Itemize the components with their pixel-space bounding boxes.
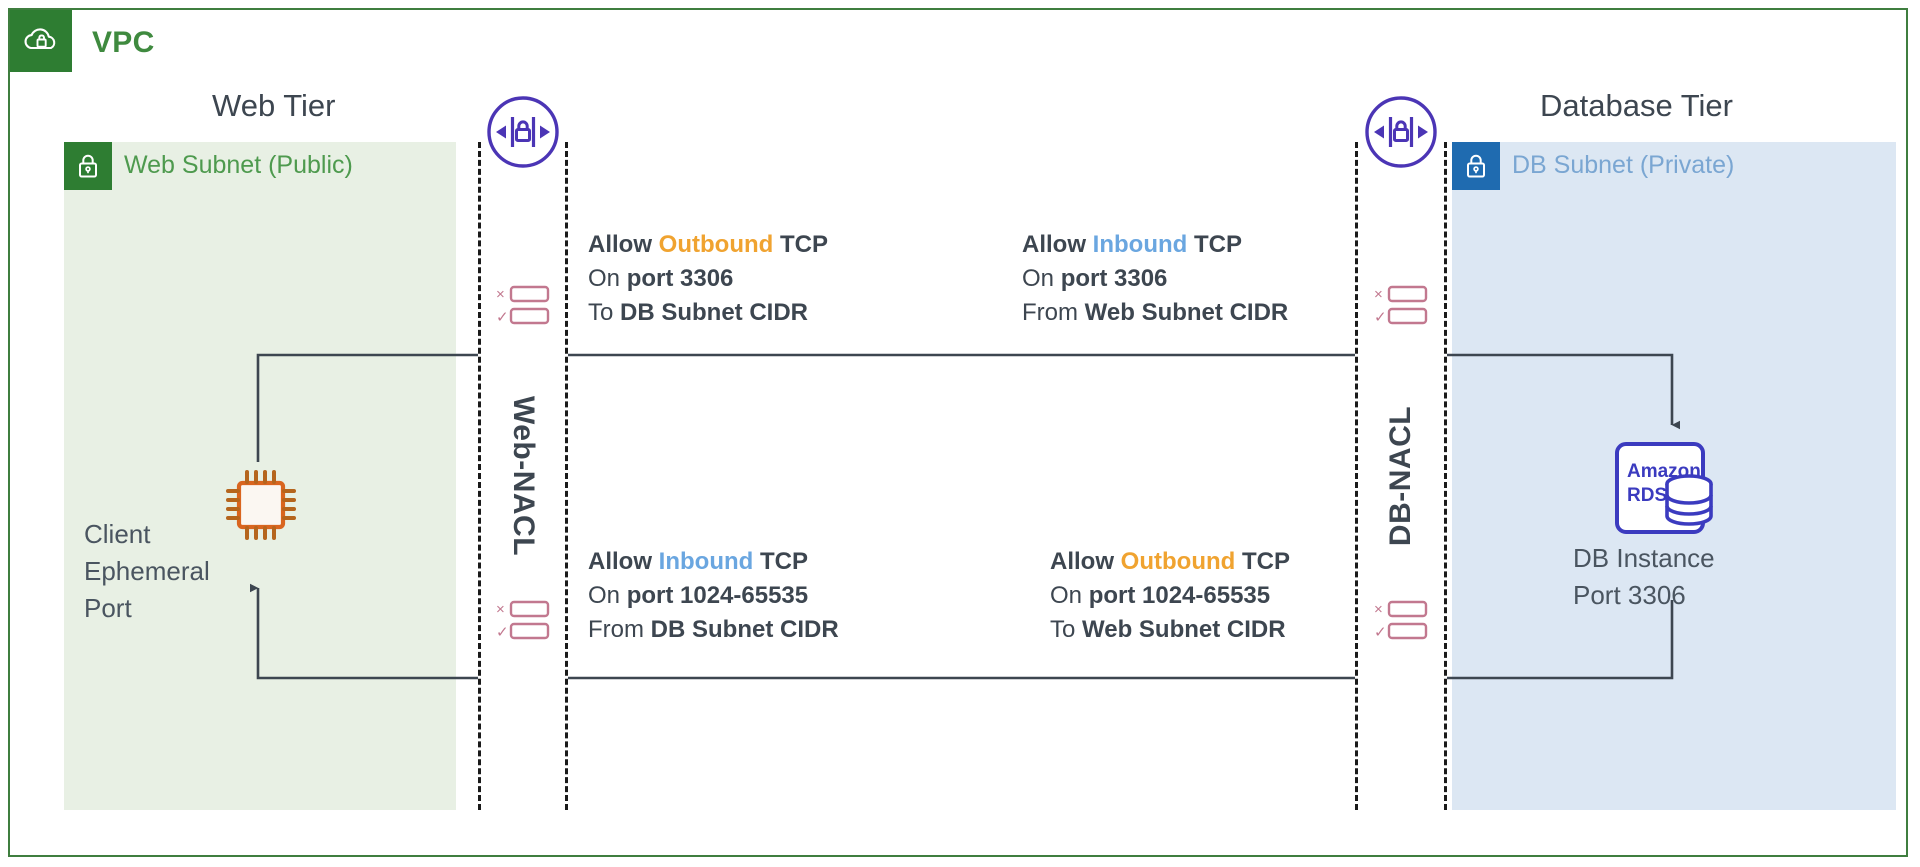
database-tier-title: Database Tier — [1540, 88, 1733, 123]
client-ephemeral-port-label: Client Ephemeral Port — [84, 516, 210, 627]
svg-text:×: × — [496, 286, 505, 303]
amazon-rds-icon: Amazon RDS — [1613, 440, 1723, 543]
db-subnet-label: DB Subnet (Private) — [1512, 151, 1735, 179]
cpu-chip-icon — [218, 462, 304, 553]
db-nacl-label: DB-NACL — [1384, 405, 1417, 547]
rule-direction: Inbound — [1092, 231, 1188, 258]
db-instance-label: DB Instance Port 3306 — [1573, 540, 1715, 614]
rule-line-1: Allow Outbound TCP — [588, 231, 828, 258]
rule-line-3: To Web Subnet CIDR — [1050, 616, 1286, 644]
client-label-line-3: Port — [84, 592, 132, 623]
rule-line-2: On port 1024-65535 — [1050, 582, 1271, 610]
rule-line-3: To DB Subnet CIDR — [588, 299, 809, 327]
nacl-ring-icon — [481, 90, 565, 179]
db-nacl-rules-icon-top: × ✓ — [1372, 282, 1430, 335]
svg-text:×: × — [1374, 286, 1383, 303]
client-label-line-1: Client — [84, 519, 151, 549]
db-instance-label-line-1: DB Instance — [1573, 543, 1715, 573]
rule-line-1: Allow Inbound TCP — [1022, 231, 1242, 258]
db-nacl-inbound-rule: Allow Inbound TCP On port 3306 From Web … — [1022, 228, 1288, 330]
db-nacl-outbound-rule: Allow Outbound TCP On port 1024-65535 To… — [1050, 545, 1290, 647]
rds-icon-text-rds: RDS — [1627, 485, 1667, 506]
db-nacl-rules-icon-bottom: × ✓ — [1372, 597, 1430, 650]
svg-text:✓: ✓ — [1374, 309, 1387, 326]
web-nacl-label: Web-NACL — [507, 395, 540, 557]
svg-text:×: × — [496, 601, 505, 618]
svg-text:✓: ✓ — [496, 309, 509, 326]
web-nacl-inbound-rule: Allow Inbound TCP On port 1024-65535 Fro… — [588, 545, 839, 647]
svg-text:✓: ✓ — [496, 624, 509, 641]
rule-line-1: Allow Outbound TCP — [1050, 548, 1290, 575]
db-subnet-lock-icon — [1452, 142, 1500, 190]
rule-line-1: Allow Inbound TCP — [588, 548, 808, 575]
web-subnet-lock-icon — [64, 142, 112, 190]
rule-direction: Inbound — [658, 548, 754, 575]
web-nacl-outbound-rule: Allow Outbound TCP On port 3306 To DB Su… — [588, 228, 828, 330]
vpc-cloud-icon — [10, 10, 72, 72]
web-subnet-label: Web Subnet (Public) — [124, 151, 353, 179]
rule-direction: Outbound — [658, 231, 774, 258]
web-subnet-container: Web Subnet (Public) — [64, 142, 456, 810]
nacl-ring-icon — [1359, 90, 1443, 179]
web-nacl-rules-icon-bottom: × ✓ — [494, 597, 552, 650]
rule-line-2: On port 1024-65535 — [588, 582, 809, 610]
web-nacl-lane: Web-NACL × ✓ × ✓ — [478, 96, 568, 810]
svg-text:✓: ✓ — [1374, 624, 1387, 641]
rule-line-3: From DB Subnet CIDR — [588, 616, 839, 644]
svg-text:×: × — [1374, 601, 1383, 618]
client-label-line-2: Ephemeral — [84, 555, 210, 586]
rule-line-2: On port 3306 — [1022, 265, 1168, 293]
db-nacl-lane: DB-NACL × ✓ × ✓ — [1355, 96, 1447, 810]
db-instance-label-line-2: Port 3306 — [1573, 579, 1686, 610]
web-nacl-rules-icon-top: × ✓ — [494, 282, 552, 335]
web-tier-title: Web Tier — [212, 88, 336, 123]
rule-line-2: On port 3306 — [588, 265, 734, 293]
rule-direction: Outbound — [1120, 548, 1236, 575]
rule-line-3: From Web Subnet CIDR — [1022, 299, 1289, 327]
vpc-label: VPC — [92, 26, 155, 59]
